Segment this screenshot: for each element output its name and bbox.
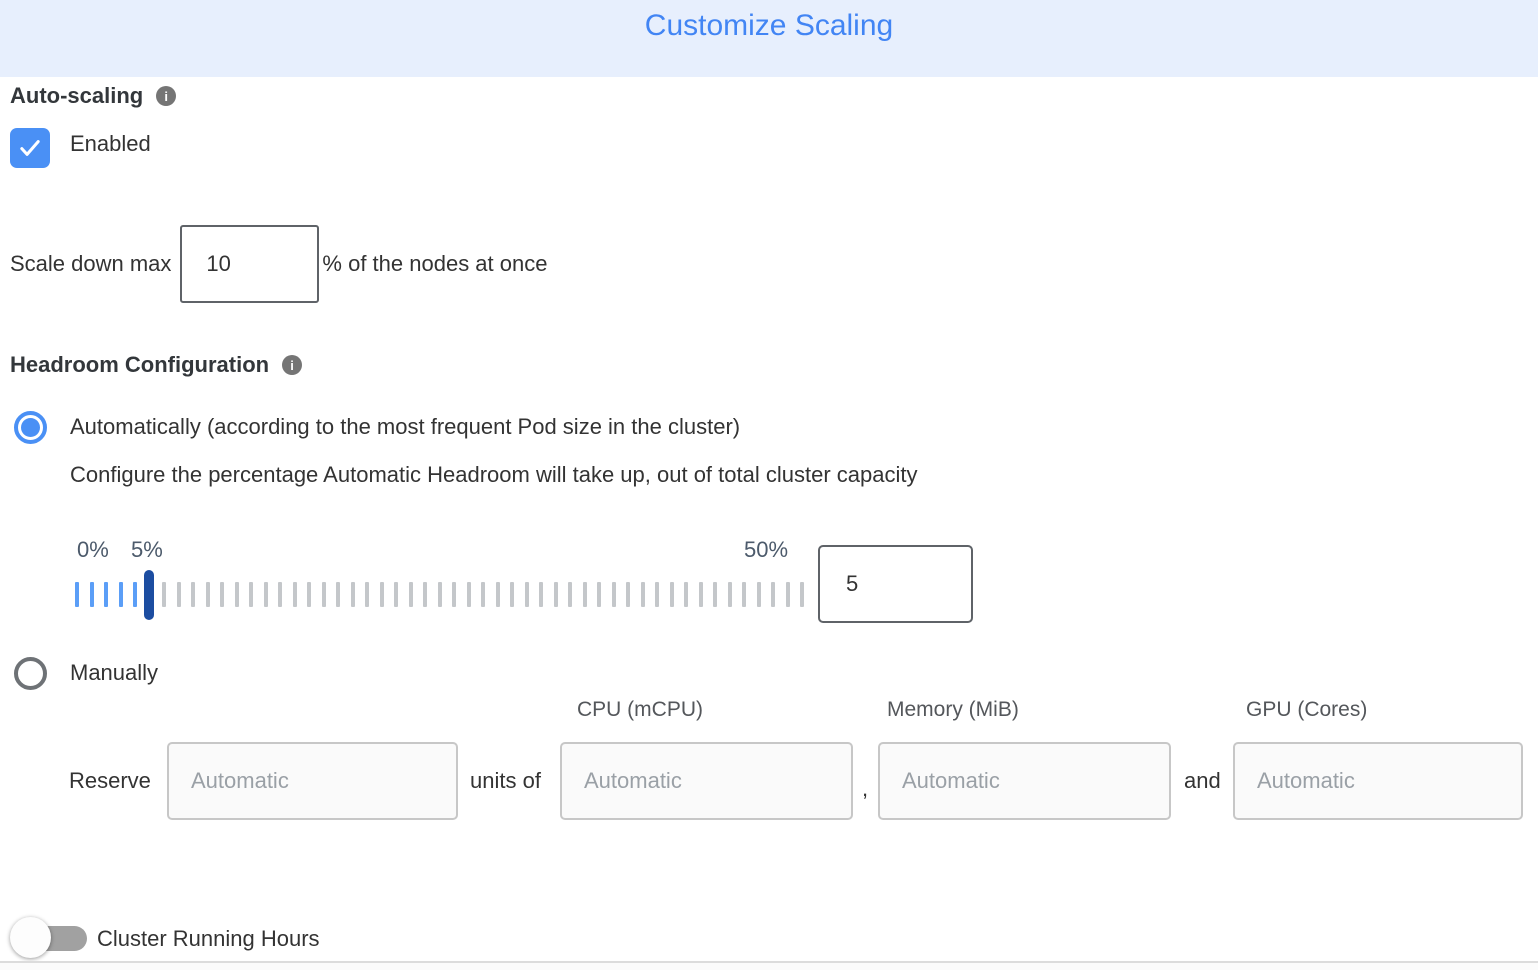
- slider-tick[interactable]: [437, 582, 442, 607]
- enabled-checkbox[interactable]: [10, 128, 50, 168]
- and-label: and: [1184, 768, 1221, 793]
- slider-tick[interactable]: [292, 582, 297, 607]
- slider-tick[interactable]: [104, 582, 108, 607]
- slider-tick[interactable]: [191, 582, 195, 607]
- slider-tick[interactable]: [655, 582, 659, 607]
- headroom-configuration-label: Headroom Configuration: [10, 352, 270, 377]
- slider-tick[interactable]: [669, 582, 674, 607]
- slider-current-label: 5%: [131, 537, 163, 562]
- slider-tick[interactable]: [336, 582, 340, 607]
- enabled-label: Enabled: [70, 131, 151, 156]
- automatically-label: Automatically (according to the most fre…: [70, 414, 741, 439]
- dialog-header: Customize Scaling: [0, 0, 1538, 77]
- slider-ticks[interactable]: [75, 582, 804, 607]
- slider-tick[interactable]: [118, 582, 123, 607]
- slider-max-label: 50%: [744, 537, 789, 562]
- slider-tick[interactable]: [89, 582, 94, 607]
- slider-tick[interactable]: [698, 582, 703, 607]
- cluster-running-hours-label: Cluster Running Hours: [97, 926, 320, 951]
- units-of-label: units of: [470, 768, 541, 793]
- slider-tick[interactable]: [742, 582, 746, 607]
- slider-tick[interactable]: [597, 582, 601, 607]
- cpu-input[interactable]: [560, 742, 853, 820]
- scale-down-suffix: % of the nodes at once: [322, 251, 548, 276]
- gpu-column-header: GPU (Cores): [1246, 698, 1368, 721]
- slider-tick[interactable]: [495, 582, 500, 607]
- reserve-units-input[interactable]: [167, 742, 458, 820]
- slider-min-label: 0%: [77, 537, 109, 562]
- slider-tick[interactable]: [162, 582, 166, 607]
- headroom-percentage-input[interactable]: [818, 545, 973, 623]
- slider-tick[interactable]: [133, 582, 137, 607]
- slider-tick[interactable]: [452, 582, 456, 607]
- slider-tick[interactable]: [350, 582, 355, 607]
- slider-tick[interactable]: [771, 582, 775, 607]
- slider-tick[interactable]: [582, 582, 587, 607]
- slider-tick[interactable]: [263, 582, 268, 607]
- slider-tick[interactable]: [524, 582, 529, 607]
- slider-tick[interactable]: [466, 582, 471, 607]
- slider-thumb[interactable]: [144, 570, 154, 620]
- slider-tick[interactable]: [205, 582, 210, 607]
- slider-tick[interactable]: [321, 582, 326, 607]
- manually-label: Manually: [70, 660, 159, 685]
- automatically-radio[interactable]: [14, 411, 47, 444]
- bottom-divider: [0, 961, 1538, 963]
- slider-tick[interactable]: [176, 582, 181, 607]
- reserve-row: Reserve units of , and: [0, 742, 1538, 820]
- bottom-strip: [0, 963, 1538, 970]
- slider-tick[interactable]: [568, 582, 572, 607]
- comma-separator: ,: [862, 775, 869, 801]
- slider-tick[interactable]: [684, 582, 688, 607]
- checkmark-icon: [20, 140, 40, 156]
- slider-tick[interactable]: [785, 582, 790, 607]
- manually-radio[interactable]: [14, 657, 47, 690]
- headroom-section: Headroom Configuration i: [10, 352, 303, 378]
- info-icon[interactable]: i: [282, 355, 303, 375]
- slider-tick[interactable]: [481, 582, 485, 607]
- automatic-headroom-description: Configure the percentage Automatic Headr…: [70, 462, 918, 487]
- info-icon-glyph: i: [164, 88, 169, 104]
- gpu-input[interactable]: [1233, 742, 1523, 820]
- slider-tick[interactable]: [626, 582, 630, 607]
- auto-scaling-section: Auto-scaling i: [10, 83, 177, 109]
- slider-tick[interactable]: [713, 582, 717, 607]
- slider-tick[interactable]: [800, 582, 804, 607]
- info-icon[interactable]: i: [156, 86, 177, 106]
- slider-tick[interactable]: [423, 582, 427, 607]
- auto-scaling-label: Auto-scaling: [10, 83, 144, 108]
- cpu-column-header: CPU (mCPU): [577, 698, 703, 721]
- info-icon-glyph: i: [290, 357, 294, 373]
- slider-tick[interactable]: [539, 582, 543, 607]
- slider-tick[interactable]: [640, 582, 645, 607]
- slider-tick[interactable]: [510, 582, 514, 607]
- slider-tick[interactable]: [611, 582, 616, 607]
- slider-tick[interactable]: [553, 582, 558, 607]
- slider-tick[interactable]: [394, 582, 398, 607]
- slider-tick[interactable]: [365, 582, 369, 607]
- slider-tick[interactable]: [234, 582, 239, 607]
- cluster-running-hours-toggle[interactable]: [0, 910, 100, 965]
- reserve-label: Reserve: [69, 768, 151, 793]
- slider-tick[interactable]: [408, 582, 413, 607]
- scale-down-input[interactable]: [180, 225, 320, 303]
- page-title: Customize Scaling: [644, 9, 894, 42]
- memory-input[interactable]: [878, 742, 1171, 820]
- slider-tick[interactable]: [220, 582, 224, 607]
- slider-tick[interactable]: [307, 582, 311, 607]
- headroom-slider: 0% 5% 50%: [75, 537, 1065, 632]
- slider-tick[interactable]: [379, 582, 384, 607]
- memory-column-header: Memory (MiB): [887, 698, 1019, 721]
- scale-down-row: Scale down max % of the nodes at once: [10, 225, 547, 303]
- toggle-knob[interactable]: [10, 917, 51, 958]
- slider-tick[interactable]: [278, 582, 282, 607]
- slider-tick[interactable]: [727, 582, 732, 607]
- slider-tick[interactable]: [249, 582, 253, 607]
- slider-tick[interactable]: [756, 582, 761, 607]
- slider-tick[interactable]: [75, 582, 79, 607]
- scale-down-label: Scale down max: [10, 251, 172, 276]
